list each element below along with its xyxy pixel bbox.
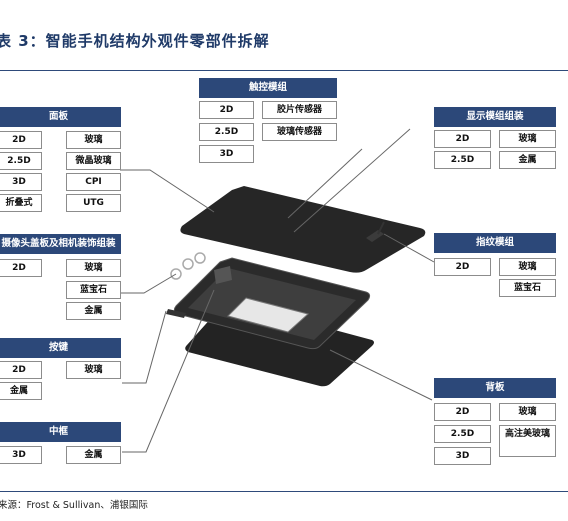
front-panel-cell: 2D bbox=[0, 131, 42, 149]
camera-ring-shape-1 bbox=[170, 268, 182, 280]
leader-camera bbox=[120, 273, 177, 294]
back-panel-cell: 2D bbox=[434, 403, 491, 421]
touch-cell: 胶片传感器 bbox=[262, 101, 337, 119]
camera-deco-cell: 蓝宝石 bbox=[66, 281, 121, 299]
figure-source: 来源：Frost & Sullivan、浦银国际 bbox=[0, 500, 148, 511]
camera-deco-header: 摄像头盖板及相机装饰组装 bbox=[0, 234, 121, 254]
leader-back-panel bbox=[329, 349, 433, 401]
camera-ring-shape-2 bbox=[182, 258, 194, 270]
fingerprint-module-header: 指纹模组 bbox=[434, 233, 556, 253]
middle-frame-header: 中框 bbox=[0, 422, 121, 442]
touch-cell: 玻璃传感器 bbox=[262, 123, 337, 141]
front-panel-cell: 3D bbox=[0, 173, 42, 191]
front-panel-cell: 玻璃 bbox=[66, 131, 121, 149]
back-panel-cell: 高注美玻璃 bbox=[499, 425, 556, 457]
touch-cell: 2D bbox=[199, 101, 254, 119]
back-panel-header: 背板 bbox=[434, 378, 556, 398]
touch-cell: 2.5D bbox=[199, 123, 254, 141]
fingerprint-cell: 2D bbox=[434, 258, 491, 276]
middle-frame-window bbox=[227, 297, 310, 333]
display-cell: 2D bbox=[434, 130, 491, 148]
front-panel-cell: 折叠式 bbox=[0, 194, 42, 212]
back-panel-cell: 3D bbox=[434, 447, 491, 465]
figure-title: 表 3：智能手机结构外观件零部件拆解 bbox=[0, 32, 270, 50]
fingerprint-stem-shape bbox=[377, 221, 385, 235]
button-cell: 玻璃 bbox=[66, 361, 121, 379]
front-panel-cell: CPI bbox=[66, 173, 121, 191]
middle-frame-inner bbox=[188, 268, 356, 340]
touch-module-header: 触控模组 bbox=[199, 78, 337, 98]
front-panel-shape bbox=[180, 186, 426, 273]
fingerprint-cell: 蓝宝石 bbox=[499, 279, 556, 297]
camera-ring-shape-3 bbox=[194, 252, 206, 264]
camera-module-shape bbox=[214, 266, 232, 284]
button-shape bbox=[166, 309, 186, 318]
camera-deco-cell: 2D bbox=[0, 259, 42, 277]
display-cell: 金属 bbox=[499, 151, 556, 169]
display-cell: 玻璃 bbox=[499, 130, 556, 148]
bottom-rule bbox=[0, 491, 568, 492]
touch-cell: 3D bbox=[199, 145, 254, 163]
leader-button bbox=[122, 310, 167, 384]
button-cell: 金属 bbox=[0, 382, 42, 400]
fingerprint-cell: 玻璃 bbox=[499, 258, 556, 276]
middle-frame-cell: 金属 bbox=[66, 446, 121, 464]
leader-display bbox=[293, 128, 411, 233]
front-panel-cell: UTG bbox=[66, 194, 121, 212]
front-panel-cell: 微晶玻璃 bbox=[66, 152, 121, 170]
front-panel-cell: 2.5D bbox=[0, 152, 42, 170]
display-module-header: 显示模组组装 bbox=[434, 107, 556, 127]
button-cell: 2D bbox=[0, 361, 42, 379]
camera-deco-cell: 金属 bbox=[66, 302, 121, 320]
middle-frame-cell: 3D bbox=[0, 446, 42, 464]
back-panel-cell: 玻璃 bbox=[499, 403, 556, 421]
top-rule bbox=[0, 70, 568, 71]
front-panel-header: 面板 bbox=[0, 107, 121, 127]
leader-touch bbox=[287, 148, 363, 219]
button-header: 按键 bbox=[0, 338, 121, 358]
leader-middle-frame bbox=[122, 289, 215, 453]
leader-front-panel bbox=[120, 169, 215, 213]
leader-fingerprint bbox=[383, 233, 435, 263]
back-panel-cell: 2.5D bbox=[434, 425, 491, 443]
camera-deco-cell: 玻璃 bbox=[66, 259, 121, 277]
display-cell: 2.5D bbox=[434, 151, 491, 169]
